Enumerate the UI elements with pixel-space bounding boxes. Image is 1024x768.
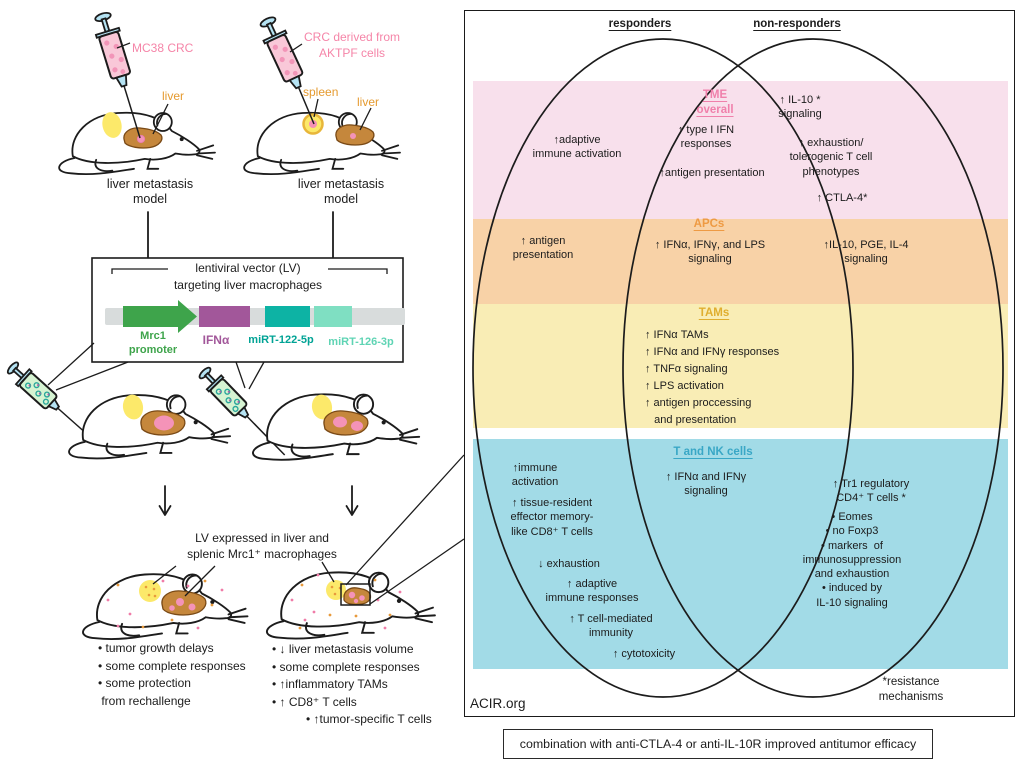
liver2-pointer-line bbox=[359, 107, 372, 131]
resistance-footnote: *resistance mechanisms bbox=[878, 676, 944, 703]
model1-caption: liver metastasis model bbox=[106, 177, 194, 206]
tams-items: ↑ IFNα TAMs ↑ IFNα and IFNγ responses ↑ … bbox=[645, 329, 780, 427]
responders-ellipse bbox=[472, 38, 854, 698]
band-apcs bbox=[473, 219, 1008, 304]
list-item: some protection from rechallenge bbox=[98, 675, 246, 710]
construct-label-mrc1: Mrc1 promoter bbox=[128, 330, 178, 357]
construct-mrc1-promoter-arrow bbox=[123, 300, 197, 333]
non-responders-label: non-responders bbox=[753, 18, 841, 30]
construct-label-mirt126: miRT-126-3p bbox=[328, 336, 394, 348]
apcs-middle-item: ↑ IFNα, IFNγ, and LPS signaling bbox=[654, 239, 766, 266]
construct-ifna-box bbox=[199, 306, 250, 327]
syringe-lv-icon bbox=[194, 362, 286, 456]
list-item: ↑inflammatory TAMs bbox=[272, 676, 420, 694]
mouse-model1 bbox=[58, 111, 216, 176]
mouse-model2 bbox=[243, 111, 401, 176]
non-responders-ellipse bbox=[622, 38, 1004, 698]
list-item: some complete responses bbox=[98, 658, 246, 676]
tnk-left-item: ↑ T cell-mediated immunity bbox=[569, 613, 653, 640]
tme-right-item: ↑ IL-10 * signaling bbox=[778, 94, 822, 121]
band-t-nk-cells bbox=[473, 439, 1008, 669]
mouse-expressing-1 bbox=[82, 573, 249, 640]
tams-heading: TAMs bbox=[698, 307, 730, 319]
organ-label-spleen: spleen bbox=[303, 85, 339, 99]
expression-note: LV expressed in liver and splenic Mrc1⁺ … bbox=[187, 531, 337, 561]
conclusion-banner: combination with anti-CTLA-4 or anti-IL-… bbox=[503, 729, 933, 759]
list-item: ↑ CD8⁺ T cells bbox=[272, 694, 420, 712]
conclusion-text: combination with anti-CTLA-4 or anti-IL-… bbox=[519, 737, 917, 751]
tme-right-item: ↑ CTLA-4* bbox=[816, 192, 868, 204]
mouse-expressing-2 bbox=[265, 571, 436, 640]
expression-pointer-lines bbox=[152, 561, 335, 597]
liver-zoom-box bbox=[340, 583, 371, 606]
lv-speckles bbox=[106, 579, 224, 630]
list-item: tumor growth delays bbox=[98, 640, 246, 658]
tnk-right-item: • Eomes • no Foxp3 • markers of immunosu… bbox=[802, 511, 902, 609]
injection-label-mc38: MC38 CRC bbox=[132, 41, 194, 55]
tnk-left-item: ↑immune activation bbox=[511, 462, 559, 489]
tnk-right-item: ↑ Tr1 regulatory CD4⁺ T cells * bbox=[832, 478, 910, 505]
list-item: some complete responses bbox=[272, 659, 420, 677]
tme-right-item: ↑ exhaustion/ tolerogenic T cell phenoty… bbox=[789, 137, 873, 178]
tnk-heading: T and NK cells bbox=[673, 446, 753, 458]
tnk-left-item: ↑ adaptive immune responses bbox=[545, 578, 639, 605]
tme-heading: TME overall bbox=[696, 89, 734, 116]
lv-speckles bbox=[290, 573, 402, 630]
arrow-down-icon bbox=[345, 485, 359, 516]
tme-middle-item: ↑ type I IFN responses bbox=[677, 124, 735, 151]
organ-label-liver: liver bbox=[162, 89, 185, 103]
outcome-list-left: tumor growth delays some complete respon… bbox=[98, 640, 246, 710]
syringe-mc38-icon bbox=[89, 9, 141, 139]
tme-middle-item: ↑antigen presentation bbox=[659, 167, 765, 179]
zoom-callout-lines bbox=[345, 454, 465, 605]
liver-pointer-line bbox=[152, 103, 169, 135]
spleen-pointer-line bbox=[313, 98, 319, 118]
band-tams bbox=[473, 304, 1008, 428]
tnk-left-item: ↑ cytotoxicity bbox=[612, 648, 676, 660]
syringe-crc-icon bbox=[254, 12, 315, 125]
tnk-middle-item: ↑ IFNα and IFNγ signaling bbox=[665, 471, 747, 498]
construct-mirt126-box bbox=[314, 306, 352, 327]
arrow-down-icon bbox=[158, 485, 172, 516]
apcs-right-item: ↑IL-10, PGE, IL-4 signaling bbox=[823, 239, 909, 266]
apcs-left-item: ↑ antigen presentation bbox=[512, 235, 574, 262]
tnk-left-item: ↓ exhaustion bbox=[538, 558, 600, 570]
construct-label-mirt122: miRT-122-5p bbox=[248, 334, 314, 346]
organ-label-liver2: liver bbox=[357, 95, 380, 109]
construct-mirt122-box bbox=[265, 306, 310, 327]
lv-box-subtitle: targeting liver macrophages bbox=[173, 278, 323, 292]
construct-label-ifna: IFNα bbox=[202, 333, 230, 347]
list-item: ↓ liver metastasis volume bbox=[272, 641, 420, 659]
outcome-sublist: ↑tumor-specific T cells bbox=[306, 711, 432, 729]
lv-vector-box bbox=[47, 257, 405, 391]
band-tme-overall bbox=[473, 81, 1008, 219]
mouse-lv-injected-2 bbox=[252, 393, 421, 461]
lv-box-title: lentiviral vector (LV) bbox=[195, 261, 301, 275]
tnk-left-item: ↑ tissue-resident effector memory- like … bbox=[510, 497, 594, 538]
injection-label-crc: CRC derived from AKTPF cells bbox=[303, 30, 401, 60]
mouse-lv-injected-1 bbox=[68, 394, 232, 460]
tme-left-item: ↑adaptive immune activation bbox=[532, 134, 622, 161]
venn-panel bbox=[464, 10, 1015, 717]
responders-label: responders bbox=[608, 18, 672, 30]
list-item: ↑tumor-specific T cells bbox=[306, 711, 432, 729]
acir-credit: ACIR.org bbox=[470, 696, 526, 711]
outcome-list-right: ↓ liver metastasis volume some complete … bbox=[272, 641, 420, 711]
model2-caption: liver metastasis model bbox=[297, 177, 385, 206]
apcs-heading: APCs bbox=[693, 218, 725, 230]
